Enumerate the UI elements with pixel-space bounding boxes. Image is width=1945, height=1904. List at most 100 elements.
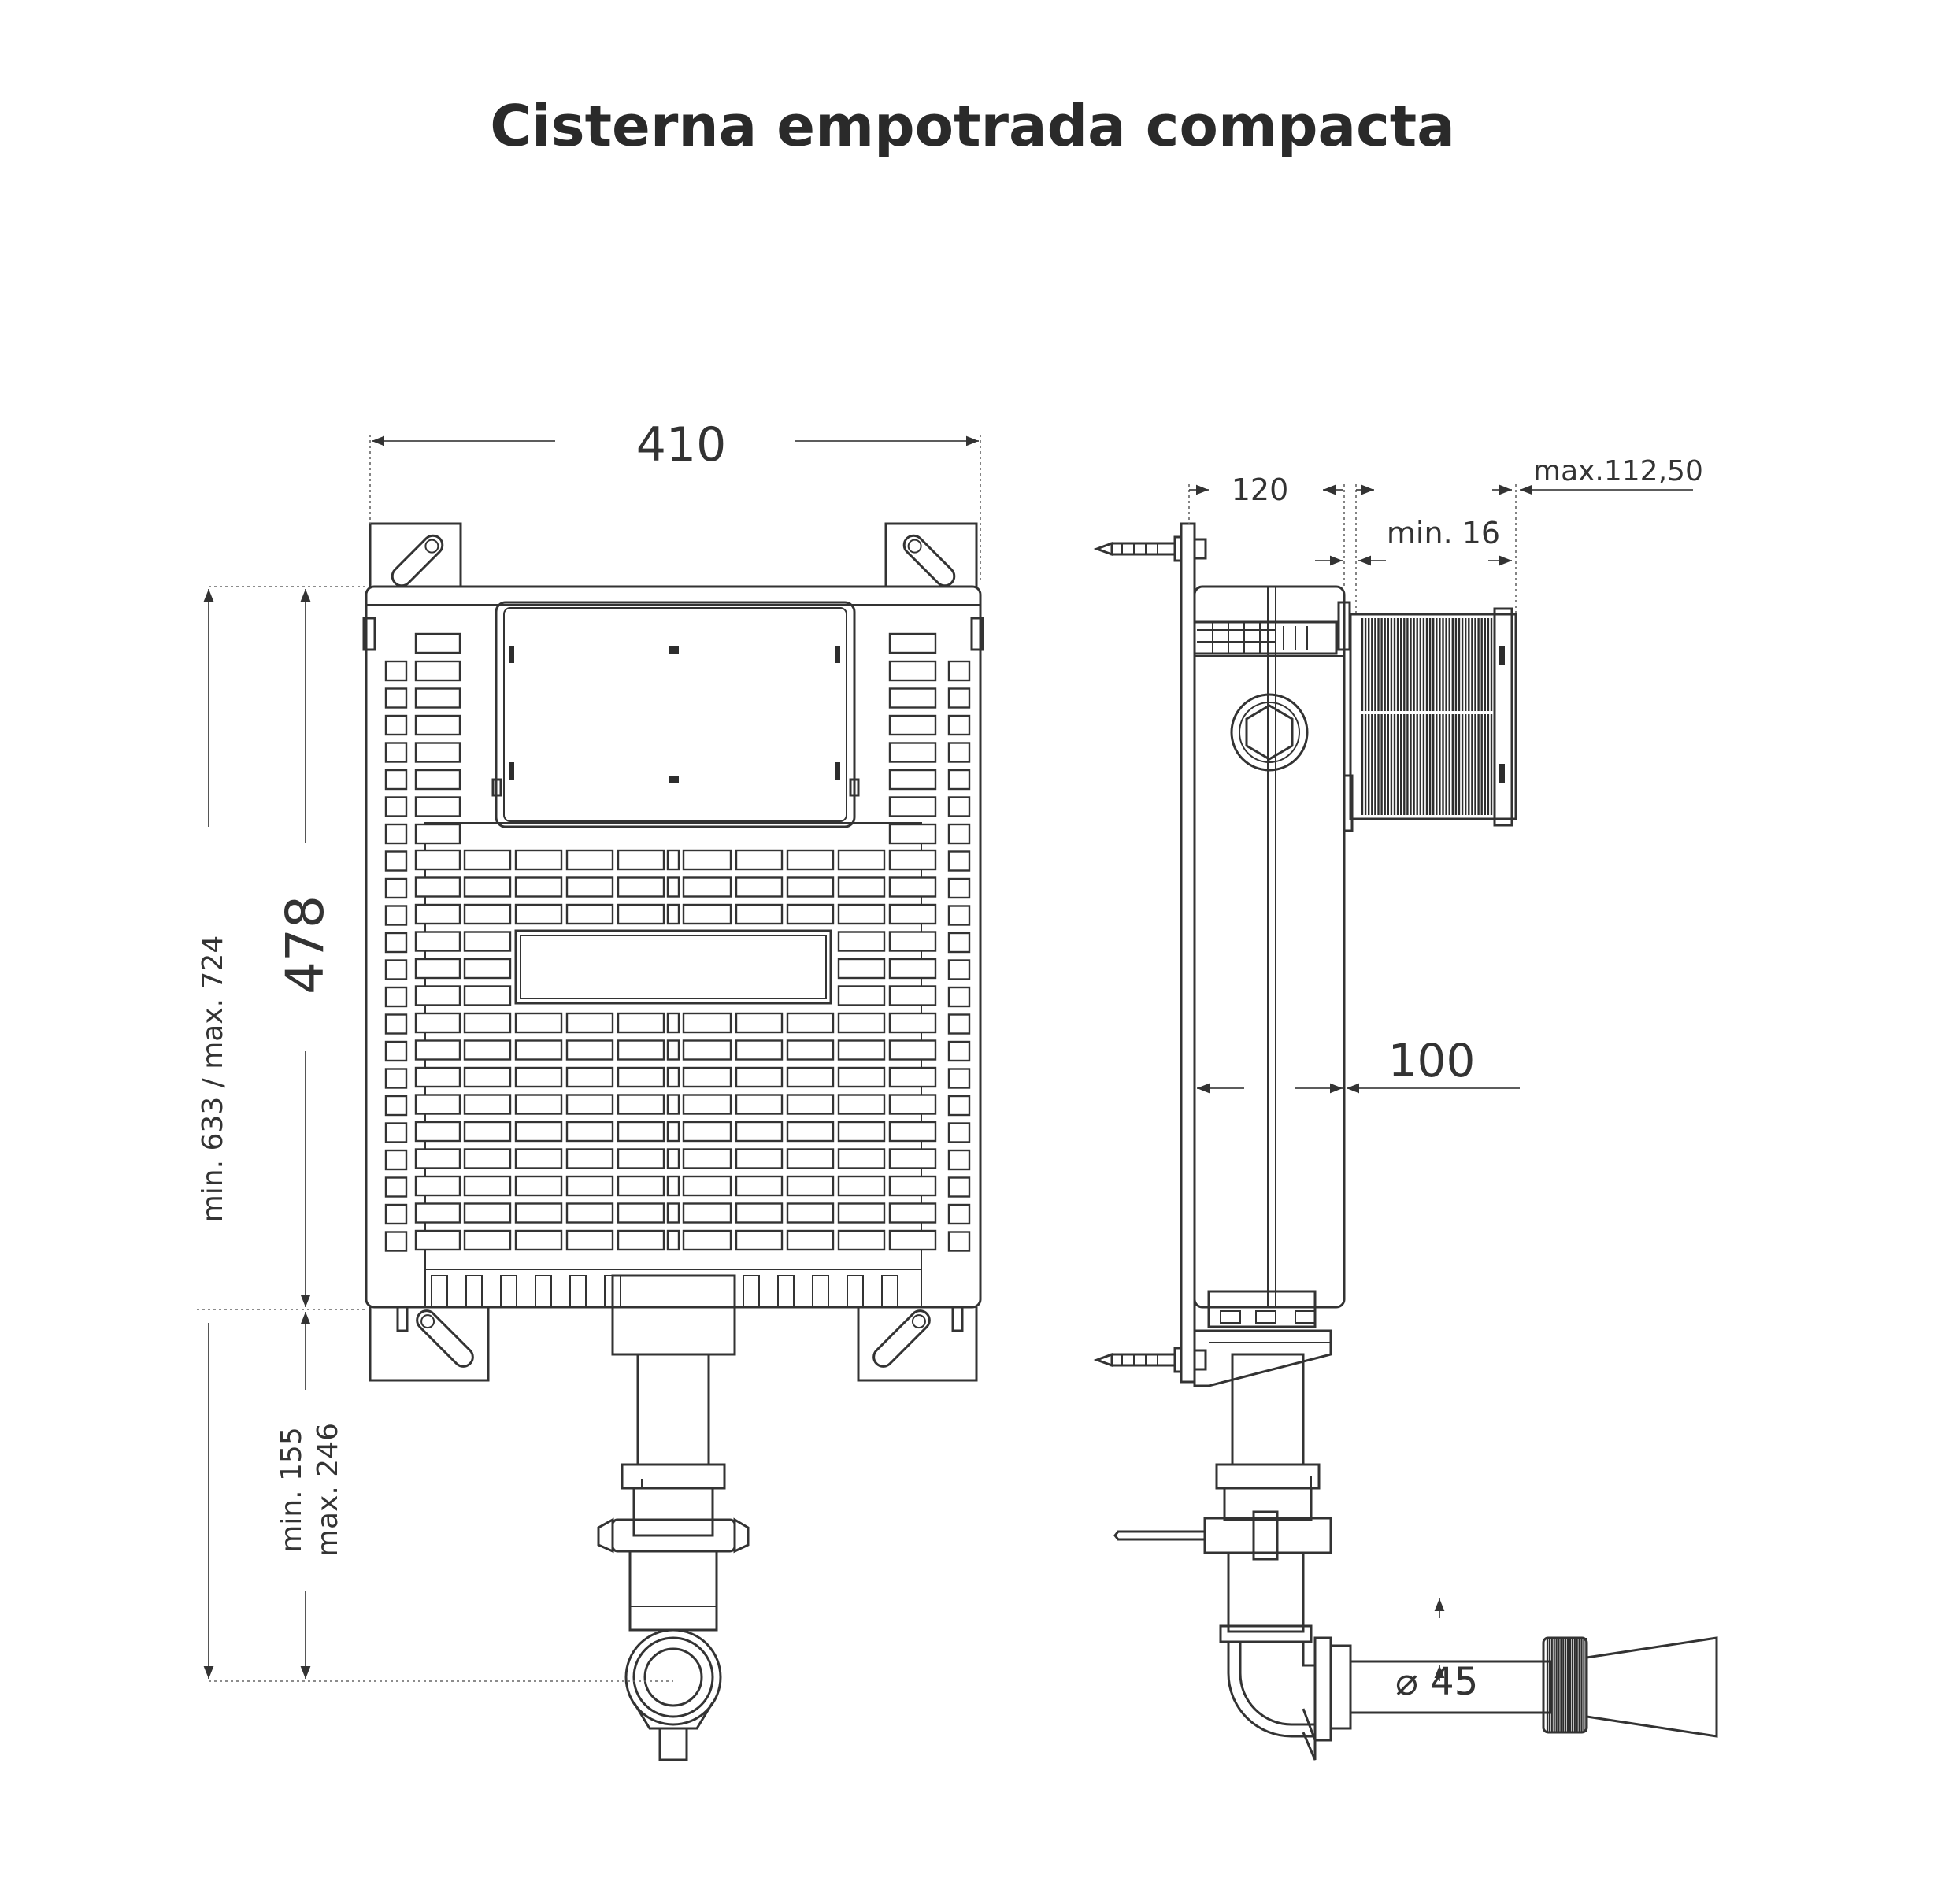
grid-cell: [463, 1066, 512, 1088]
drain-max-label: max. 246: [312, 1423, 344, 1557]
grid-cell: [682, 1175, 732, 1197]
grid-cell: [888, 931, 937, 952]
grid-cell: [414, 660, 461, 682]
grid-cell: [384, 959, 408, 980]
grid-cell: [617, 849, 665, 871]
grid-cell: [735, 903, 784, 925]
grid-cell: [384, 932, 408, 954]
grid-cell: [947, 959, 971, 980]
grid-cell: [947, 905, 971, 926]
grid-cell: [463, 931, 512, 952]
body-label: 100: [1388, 1034, 1476, 1087]
grid-cell: [463, 1148, 512, 1169]
grid-cell: [617, 876, 665, 898]
grid-cell: [947, 796, 971, 817]
grid-cell: [514, 1202, 563, 1224]
grid-cell: [947, 1122, 971, 1143]
grid-cell: [682, 1202, 732, 1224]
grid-cell: [947, 769, 971, 791]
height-label: 478: [275, 895, 335, 995]
drain-pipe-front: [597, 1274, 750, 1761]
grid-cell: [735, 1121, 784, 1143]
grid-cell: [463, 903, 512, 925]
comb-tooth: [431, 1275, 448, 1308]
grid-cell: [414, 742, 461, 763]
grid-cell: [888, 876, 937, 898]
grid-cell: [735, 849, 784, 871]
service-opening: [491, 601, 860, 828]
anchor-bolt-top: [1093, 535, 1207, 562]
mounting-rail: [1180, 522, 1196, 1384]
grid-cell: [414, 931, 461, 952]
grid-cell: [414, 1148, 461, 1169]
grid-cell: [735, 1012, 784, 1034]
grid-cell: [414, 796, 461, 817]
bottom-right-bracket: [857, 1307, 978, 1382]
grid-cell: [947, 1176, 971, 1198]
grid-cell: [735, 1202, 784, 1224]
grid-cell: [384, 714, 408, 736]
grid-cell: [514, 876, 563, 898]
grid-cell: [947, 687, 971, 709]
grid-cell: [947, 714, 971, 736]
comb-tooth: [881, 1275, 898, 1308]
grid-cell: [837, 985, 886, 1006]
grid-cell: [463, 1039, 512, 1061]
grid-cell: [888, 903, 937, 925]
grid-cell: [786, 1012, 835, 1034]
grid-cell: [565, 1066, 614, 1088]
drain-min-label: min. 155: [276, 1427, 308, 1553]
bottom-comb: [396, 1269, 964, 1332]
grid-cell: [888, 849, 937, 871]
grid-cell: [514, 1175, 563, 1197]
comb-tooth: [777, 1275, 795, 1308]
grid-cell: [837, 1121, 886, 1143]
grid-cell: [384, 742, 408, 763]
comb-tooth: [535, 1275, 552, 1308]
front-view: 410 478 min. 633 / max. 724 min. 155 max…: [197, 417, 984, 1761]
grid-cell: [888, 742, 937, 763]
grid-cell: [682, 1229, 732, 1251]
grid-cell: [888, 985, 937, 1006]
grid-cell: [617, 1121, 665, 1143]
grid-cell: [947, 1203, 971, 1225]
inlet-nut: [1230, 693, 1309, 772]
grid-cell: [666, 1121, 680, 1143]
grid-cell: [837, 849, 886, 871]
grid-cell: [514, 1121, 563, 1143]
front-cell-grid: [384, 632, 971, 1252]
grid-cell: [384, 850, 408, 872]
anchor-bolt-bottom: [1093, 1347, 1207, 1373]
grid-cell: [666, 1148, 680, 1169]
grid-cell: [414, 714, 461, 736]
grid-cell: [414, 1012, 461, 1034]
grid-cell: [463, 1229, 512, 1251]
grid-cell: [837, 1094, 886, 1115]
grid-cell: [786, 1121, 835, 1143]
grid-cell: [947, 1040, 971, 1062]
grid-cell: [682, 876, 732, 898]
grid-cell: [414, 903, 461, 925]
side-view: 120 max.112,50 min. 16 100 ⌀ 45: [1093, 455, 1718, 1761]
grid-cell: [514, 1012, 563, 1034]
grid-cell: [682, 1012, 732, 1034]
width-label: 410: [636, 417, 727, 472]
grid-cell: [565, 876, 614, 898]
grid-cell: [837, 876, 886, 898]
grid-cell: [947, 877, 971, 899]
grid-cell: [735, 1229, 784, 1251]
grid-cell: [888, 1229, 937, 1251]
grid-cell: [384, 1122, 408, 1143]
grid-cell: [888, 714, 937, 736]
comb-tooth: [847, 1275, 864, 1308]
grid-cell: [837, 903, 886, 925]
grid-cell: [888, 769, 937, 791]
grid-cell: [463, 985, 512, 1006]
grid-cell: [565, 1229, 614, 1251]
depth-label: 120: [1232, 472, 1289, 507]
grid-cell: [414, 632, 461, 654]
grid-cell: [666, 1066, 680, 1088]
pipe-diameter-label: ⌀ 45: [1395, 1660, 1478, 1704]
grid-cell: [565, 1012, 614, 1034]
grid-cell: [565, 1175, 614, 1197]
